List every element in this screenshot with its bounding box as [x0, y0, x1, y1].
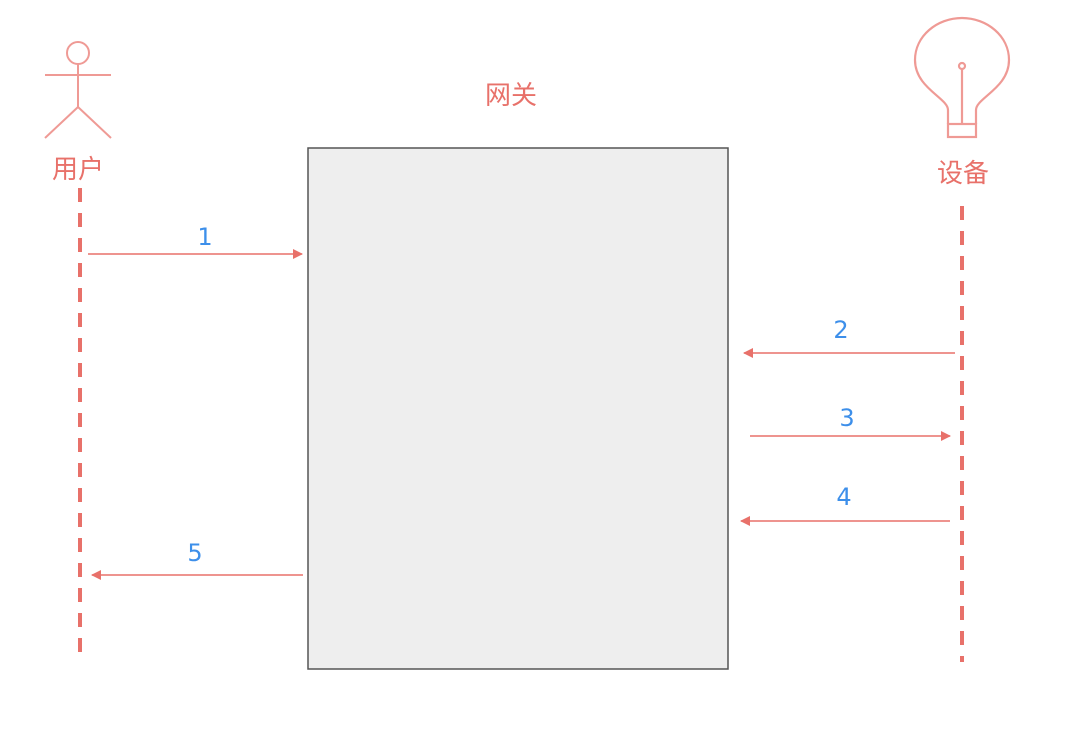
gateway-label: 网关: [485, 81, 537, 111]
gateway-box: [307, 147, 729, 670]
device-label: 设备: [937, 159, 989, 189]
message-1-label: 1: [197, 223, 212, 251]
message-5-label: 5: [187, 539, 202, 567]
stick-figure-icon: [44, 41, 112, 139]
message-4-label: 4: [836, 483, 851, 511]
user-label: 用户: [52, 155, 104, 185]
message-3-label: 3: [839, 404, 854, 432]
lightbulb-icon: [913, 16, 1011, 139]
message-2-label: 2: [833, 316, 848, 344]
